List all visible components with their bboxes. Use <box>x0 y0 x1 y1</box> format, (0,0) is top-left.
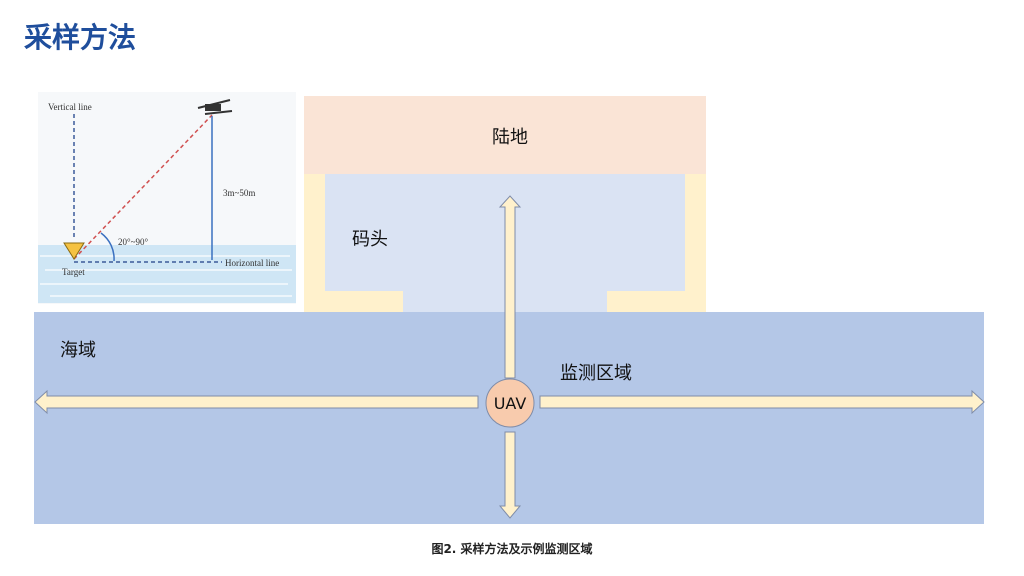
angle-arc <box>100 232 115 262</box>
height-range-label: 3m~50m <box>223 188 255 198</box>
arrow-up-icon <box>498 195 522 379</box>
uav-label: UAV <box>494 394 527 413</box>
arrow-down-icon <box>498 431 522 519</box>
sight-line <box>73 114 213 260</box>
page-title: 采样方法 <box>24 21 137 54</box>
figure-caption: 图2. 采样方法及示例监测区域 <box>431 542 593 556</box>
water <box>38 245 296 303</box>
drone-icon <box>197 99 233 115</box>
vertical-line-label: Vertical line <box>48 102 92 112</box>
sampling-method-inset: Vertical line 3m~50m 20°~90° Target Hori… <box>38 92 296 304</box>
land-label: 陆地 <box>492 127 528 148</box>
uav-marker <box>485 378 535 428</box>
arrow-left-icon <box>34 389 479 415</box>
angle-range-label: 20°~90° <box>118 237 148 247</box>
arrow-right-icon <box>539 389 985 415</box>
horizontal-line-label: Horizontal line <box>225 258 279 268</box>
target-icon <box>63 242 85 260</box>
sea-label: 海域 <box>60 340 96 361</box>
pier-label: 码头 <box>352 229 388 250</box>
monitoring-area-label: 监测区域 <box>560 363 632 384</box>
target-label: Target <box>62 267 85 277</box>
land-area <box>304 96 706 174</box>
